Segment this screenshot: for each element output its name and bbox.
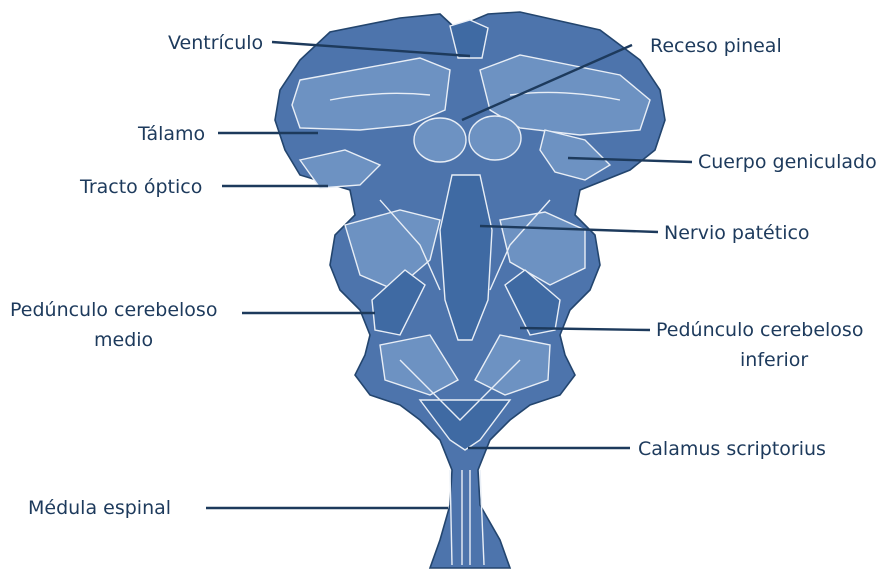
- label-medula: Médula espinal: [28, 497, 171, 519]
- label-calamus: Calamus scriptorius: [638, 438, 826, 460]
- label-pedunculo-medio-2: medio: [94, 329, 153, 351]
- label-pedunculo-inferior-2: inferior: [740, 349, 808, 371]
- pineal-bump-right: [469, 116, 521, 160]
- label-pedunculo-inferior-1: Pedúnculo cerebeloso: [656, 319, 863, 341]
- label-ventriculo: Ventrículo: [168, 32, 263, 54]
- label-tracto-optico: Tracto óptico: [79, 176, 202, 198]
- label-receso-pineal: Receso pineal: [650, 35, 782, 57]
- pineal-bump-left: [414, 118, 466, 162]
- label-talamo: Tálamo: [137, 123, 205, 145]
- label-cuerpo-geniculado: Cuerpo geniculado: [698, 151, 877, 173]
- label-nervio-patetico: Nervio patético: [664, 222, 810, 244]
- label-pedunculo-medio-1: Pedúnculo cerebeloso: [10, 299, 217, 321]
- brainstem-illustration: [275, 12, 665, 568]
